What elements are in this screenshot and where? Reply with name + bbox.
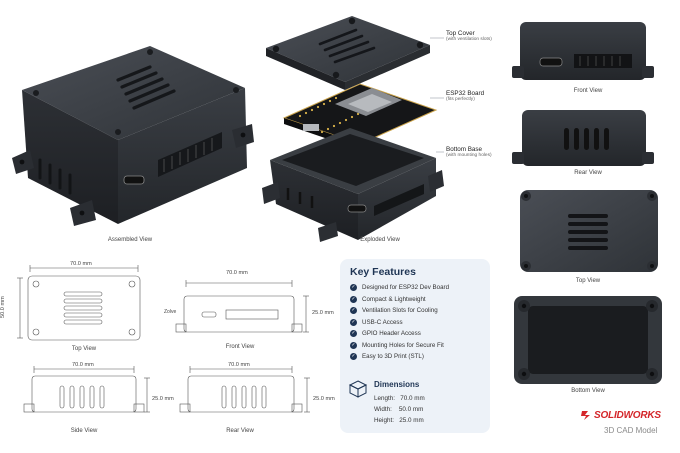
exploded-bottom-base [262,128,444,242]
feature-item: ✓Compact & Lightweight [350,295,426,303]
exploded-top-cover [266,16,430,90]
side-view-height-dim: 25.0 mm [152,396,174,402]
check-icon: ✓ [350,318,357,326]
callout-sub: (with ventilation slots) [446,37,492,42]
feature-item: ✓Ventilation Slots for Cooling [350,307,438,315]
rear-view-height-dim: 25.0 mm [313,396,335,402]
check-icon: ✓ [350,284,357,292]
dimension-length: Length: 70.0 mm [374,395,425,402]
drawing-rear-view-label: Rear View [226,428,254,434]
exploded-view-label: Exploded View [360,237,400,243]
feature-item: ✓Mounting Holes for Secure Fit [350,341,444,349]
check-icon: ✓ [350,330,357,338]
callout-esp32-board: ESP32 Board (fits perfectly) [446,90,484,102]
front-view-width-dim: 70.0 mm [226,270,248,276]
check-icon: ✓ [350,353,357,361]
check-icon: ✓ [350,295,357,303]
key-features-title: Key Features [350,266,416,278]
assembled-box [12,46,254,226]
brand-subtitle: 3D CAD Model [604,426,658,435]
check-icon: ✓ [350,341,357,349]
bottom-view-render [514,296,662,384]
feature-item: ✓GPIO Header Access [350,330,421,338]
dimensions-title: Dimensions [374,380,420,389]
feature-item: ✓USB-C Access [350,318,403,326]
solidworks-logo-text: SOLIDWORKS [594,410,661,421]
callout-top-cover: Top Cover (with ventilation slots) [446,30,492,42]
dimension-height: Height: 25.0 mm [374,417,424,424]
features-list: ✓Designed for ESP32 Dev Board ✓Compact &… [350,282,449,363]
solidworks-ds-logo-icon [581,411,590,420]
feature-item: ✓Easy to 3D Print (STL) [350,353,424,361]
top-view-width-dim: 70.0 mm [70,261,92,267]
callout-sub: (fits perfectly) [446,97,475,102]
bottom-view-render-label: Bottom View [571,388,605,394]
drawing-front-view-label: Front View [225,344,255,350]
rear-view-render-label: Rear View [574,170,602,176]
drawing-side-view-label: Side View [70,428,98,434]
box-dimensions-icon [348,380,368,398]
front-view-side-mark: Zolve [164,309,177,315]
front-view-render [512,22,654,80]
callout-bottom-base: Bottom Base (with mounting holes) [446,146,492,158]
front-view-height-dim: 25.0 mm [312,310,334,316]
rear-view-render [512,110,654,166]
top-view-render-label: Top View [575,278,601,284]
key-features-panel: Key Features ✓Designed for ESP32 Dev Boa… [340,259,490,433]
front-view-render-label: Front View [573,88,603,94]
callout-title: Bottom Base [446,146,483,153]
rear-view-width-dim: 70.0 mm [228,362,250,368]
callout-title: Top Cover [446,30,475,37]
check-icon: ✓ [350,307,357,315]
callout-title: ESP32 Board [446,90,485,97]
top-view-depth-dim: 50.0 mm [0,296,6,318]
dimension-width: Width: 50.0 mm [374,406,424,413]
drawing-top-view-label: Top View [71,346,97,352]
callout-sub: (with mounting holes) [446,153,492,158]
assembled-view-label: Assembled View [107,237,153,243]
side-view-width-dim: 70.0 mm [72,362,94,368]
top-view-render [520,190,658,272]
feature-item: ✓Designed for ESP32 Dev Board [350,284,450,292]
